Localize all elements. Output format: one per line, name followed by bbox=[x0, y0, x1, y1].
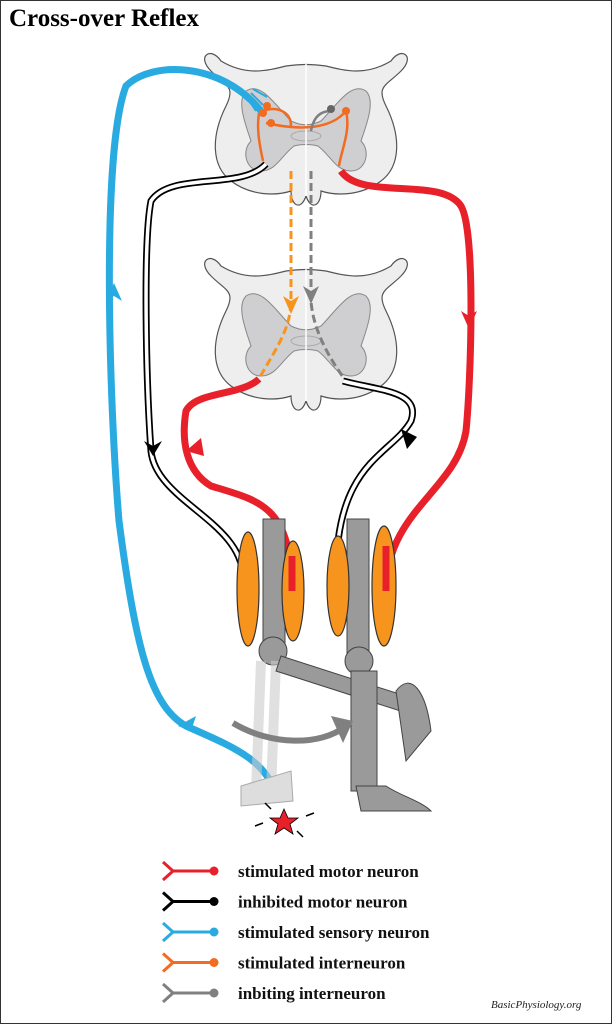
inhibiting-arrow-icon bbox=[303, 286, 319, 304]
legend-item: stimulated sensory neuron bbox=[161, 921, 430, 943]
legend-neuron-icon bbox=[161, 860, 213, 882]
stimulated-motor-neuron-right bbox=[338, 168, 475, 592]
right-leg-bones bbox=[344, 518, 433, 812]
legend-item: inbiting interneuron bbox=[161, 982, 386, 1004]
legend-neuron-icon bbox=[161, 952, 213, 973]
sensory-arrow-icon bbox=[178, 716, 196, 731]
inhibited-motor-neuron-right bbox=[332, 377, 417, 577]
sensory-neuron-path bbox=[105, 66, 281, 802]
sensory-arrow-icon bbox=[106, 283, 122, 301]
legend-neuron-icon bbox=[161, 891, 213, 912]
legend-label: inbiting interneuron bbox=[238, 984, 386, 1003]
legend-neuron-icon bbox=[161, 982, 213, 1004]
inhibited-motor-neuron-left bbox=[142, 161, 269, 577]
motor-arrow-icon bbox=[461, 311, 477, 329]
legend-item: stimulated motor neuron bbox=[161, 860, 419, 882]
sensory-terminal-branches bbox=[245, 88, 268, 112]
inhibiting-interneuron-path bbox=[309, 171, 348, 382]
pain-stimulus-star-icon bbox=[254, 802, 315, 838]
legend-item: stimulated interneuron bbox=[161, 952, 406, 973]
legend: stimulated motor neuron inhibited motor n… bbox=[161, 860, 430, 1004]
motor-arrow-icon bbox=[186, 438, 204, 456]
interneuron-arrow-icon bbox=[283, 296, 299, 314]
legend-label: inhibited motor neuron bbox=[238, 893, 408, 912]
muscles bbox=[236, 525, 397, 647]
legend-label: stimulated motor neuron bbox=[238, 862, 419, 881]
diagram-title: Cross-over Reflex bbox=[9, 5, 199, 32]
legend-label: stimulated sensory neuron bbox=[238, 923, 430, 942]
interneuron-branches bbox=[256, 107, 349, 167]
legend-label: stimulated interneuron bbox=[238, 954, 406, 973]
upper-spinal-cord-section bbox=[203, 52, 409, 206]
movement-arrow-icon bbox=[231, 720, 348, 744]
stimulated-interneuron-path bbox=[257, 171, 293, 380]
credit: BasicPhysiology.org bbox=[491, 999, 582, 1011]
legend-item: inhibited motor neuron bbox=[161, 891, 408, 912]
left-leg-bones bbox=[240, 518, 432, 807]
legend-neuron-icon bbox=[161, 921, 213, 943]
